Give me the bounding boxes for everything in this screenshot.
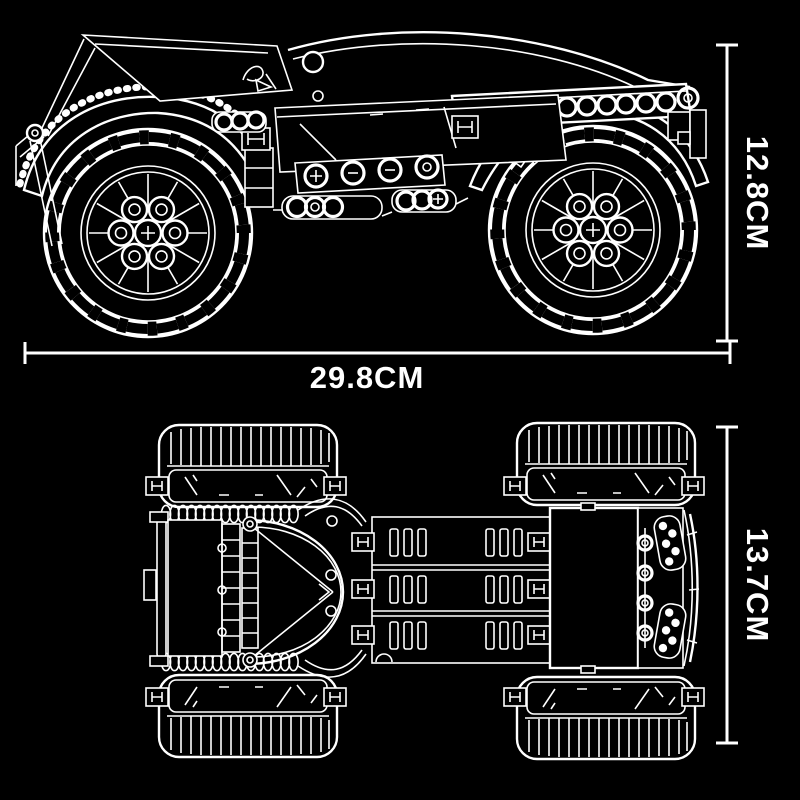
rear-bumper-top (683, 509, 700, 667)
front-box (167, 519, 223, 657)
pin-plate-right (391, 188, 457, 213)
chassis-bottom (273, 197, 469, 217)
width-dimension-label: 13.7CM (740, 527, 775, 643)
h-block (451, 115, 479, 139)
front-pin-row (211, 110, 267, 133)
front-wheel-side (44, 129, 252, 337)
roof-line (287, 31, 691, 89)
mid-deck (351, 516, 551, 664)
rear-deck (548, 502, 689, 674)
ladder-strip (241, 127, 274, 208)
width-dimension-line (716, 425, 738, 745)
rear-bracket (667, 109, 707, 159)
wheel-rear-left-top (515, 421, 697, 507)
side-view-drawing (15, 31, 710, 337)
top-view-drawing (143, 421, 705, 761)
windshield (80, 34, 294, 102)
height-dimension-line (716, 43, 738, 343)
roof-line-inner (292, 42, 636, 88)
front-ladder (217, 523, 259, 653)
length-dimension-label: 29.8CM (309, 360, 425, 395)
cab-panel (274, 94, 567, 173)
windshield-top (242, 516, 345, 668)
rollbar-pivot (301, 50, 325, 74)
pin-beam (294, 154, 446, 194)
wheel-rear-right-top (515, 675, 697, 761)
rollbar-pin (312, 90, 324, 102)
front-bumper-top (143, 511, 169, 667)
pin-plate-left (281, 195, 383, 220)
wheel-front-left-top (157, 423, 339, 509)
wheel-front-right-top (157, 673, 339, 759)
length-dimension-line (23, 342, 732, 364)
suspension-arms (297, 498, 367, 678)
front-bumper-frame (15, 38, 96, 247)
height-dimension-label: 12.8CM (740, 135, 775, 251)
